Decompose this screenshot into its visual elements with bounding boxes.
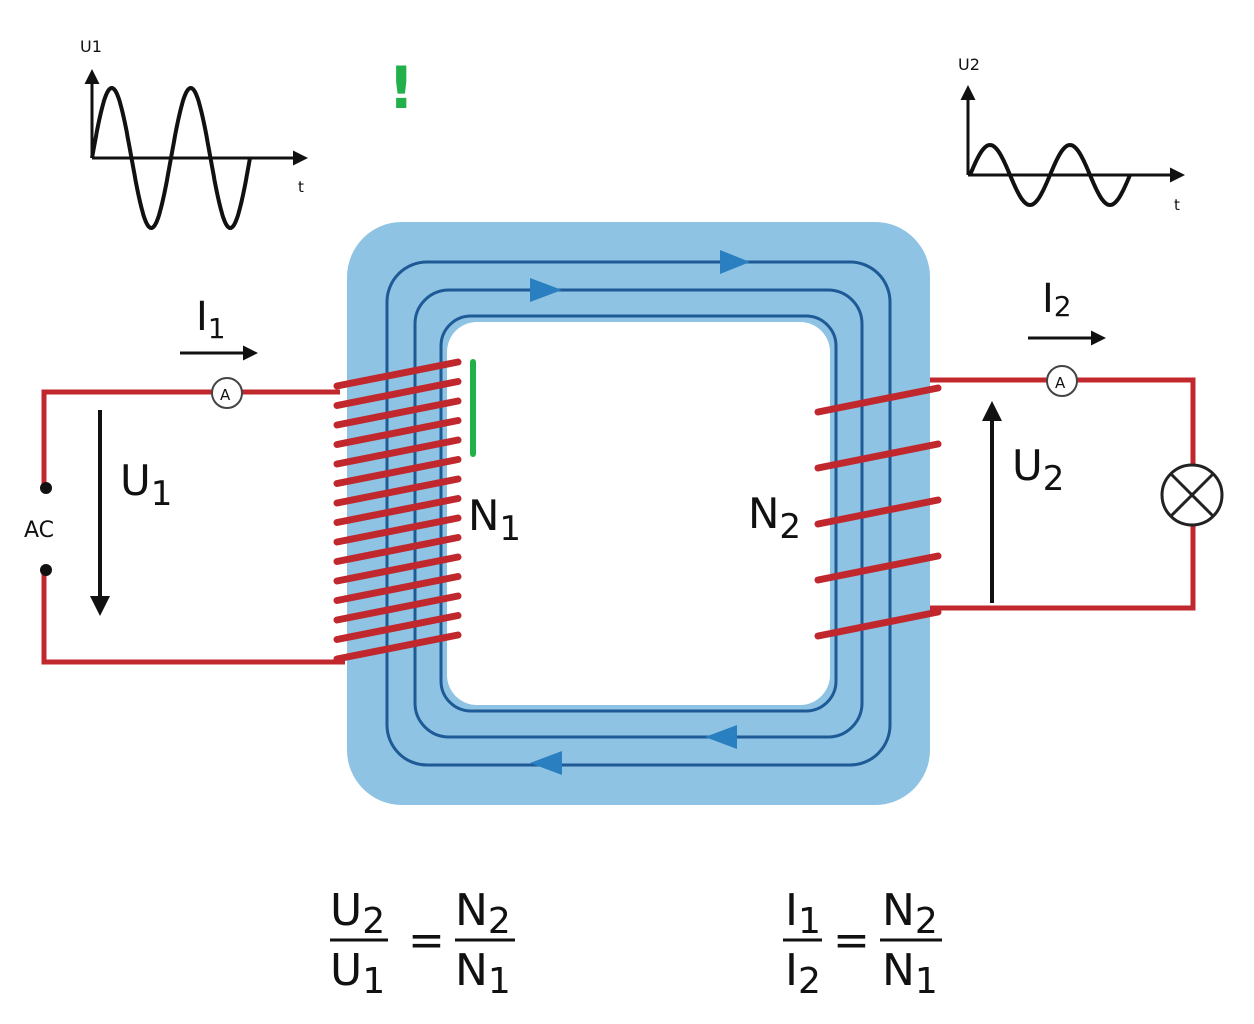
terminal-dot: [40, 564, 52, 576]
coil-turn: [333, 612, 462, 643]
coil-turn: [333, 534, 462, 565]
svg-text:U2: U2: [330, 885, 385, 942]
flux-arrow-icon: [720, 250, 750, 274]
ammeter-label: A: [1055, 374, 1066, 392]
flux-arrow-icon: [705, 725, 737, 749]
voltage-label: U2: [1012, 441, 1064, 499]
ammeter-primary: A: [211, 377, 243, 409]
coil-turn: [333, 592, 462, 624]
turns-label: N1: [468, 491, 521, 549]
flux-line: [439, 314, 838, 713]
ammeter-secondary: A: [1046, 365, 1078, 397]
coil-turn: [814, 552, 942, 584]
coil-turn: [333, 495, 462, 526]
current-ratio-formula: I1 I2 = N2 N1: [783, 885, 942, 1002]
ac-source-label: AC: [24, 518, 54, 543]
primary-coil: [333, 358, 462, 663]
exclamation-marker: !: [388, 54, 414, 122]
coil-turn: [814, 440, 942, 472]
coil-turn: [333, 553, 462, 585]
coil-turn: [333, 514, 462, 546]
graph-xlabel: t: [298, 178, 304, 196]
current-label: I2: [1042, 276, 1072, 323]
primary-voltage-graph: U1 t: [80, 37, 308, 231]
coil-turn: [814, 496, 942, 528]
coil-turn: [333, 456, 462, 487]
terminal-dot: [40, 482, 52, 494]
svg-text:N1: N1: [882, 945, 938, 1002]
graph-ylabel: U2: [958, 55, 980, 74]
voltage-ratio-formula: U2 U1 = N2 N1: [330, 885, 515, 1002]
core-window: [447, 322, 830, 705]
flux-arrow-icon: [530, 278, 562, 302]
equals-sign: =: [408, 915, 445, 966]
sine-wave-u2: [968, 142, 1132, 208]
coil-turn: [333, 631, 462, 663]
coil-turn: [814, 608, 942, 640]
voltage-label: U1: [120, 456, 172, 514]
equals-sign: =: [833, 915, 870, 966]
svg-text:I2: I2: [785, 945, 821, 1002]
coil-turn: [333, 358, 462, 390]
coil-turn: [814, 384, 942, 416]
transformer-core: [347, 222, 930, 805]
secondary-voltage-graph: U2 t: [958, 55, 1185, 214]
svg-text:U1: U1: [330, 945, 385, 1002]
coil-turn: [333, 436, 462, 468]
lamp-icon: [1160, 463, 1224, 527]
coil-turn: [333, 417, 462, 448]
secondary-coil: [814, 384, 942, 640]
coil-turn: [333, 475, 462, 507]
turns-label: N2: [748, 489, 801, 547]
graph-xlabel: t: [1174, 196, 1180, 214]
coil-turn: [333, 378, 462, 409]
svg-text:I1: I1: [785, 885, 821, 942]
flux-arrow-icon: [530, 751, 562, 775]
secondary-circuit: A I2 U2 N2: [748, 276, 1224, 640]
svg-text:N1: N1: [455, 945, 511, 1002]
svg-text:N2: N2: [882, 885, 938, 942]
coil-turn: [333, 573, 462, 604]
primary-circuit: AC A I1 U1 N1: [24, 294, 521, 665]
coil-turn: [333, 397, 462, 429]
current-label: I1: [196, 294, 226, 345]
ammeter-label: A: [220, 386, 231, 404]
graph-ylabel: U1: [80, 37, 102, 56]
svg-text:N2: N2: [455, 885, 511, 942]
sine-wave-u1: [90, 85, 252, 231]
